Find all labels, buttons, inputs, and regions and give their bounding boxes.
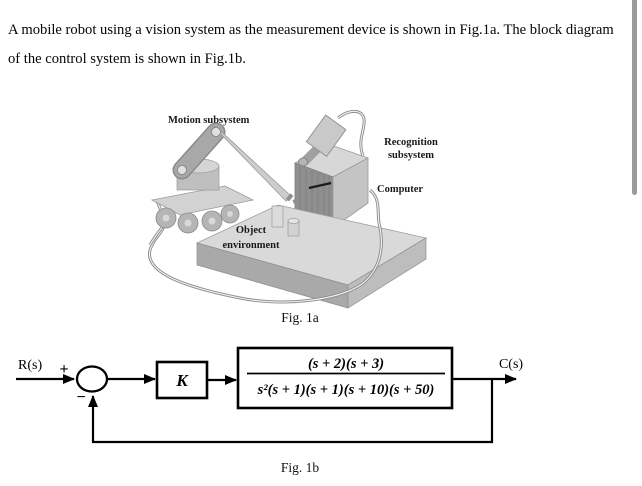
camera-cable-highlight: [337, 110, 365, 157]
object-block: [271, 205, 284, 228]
plant-block: [236, 346, 454, 410]
robot-gripper: [285, 193, 300, 204]
object-label-line2: environment: [223, 240, 280, 251]
input-signal-label: R(s): [18, 358, 42, 373]
camera-lens-end: [298, 157, 308, 167]
object-cylinder-top: [287, 218, 300, 224]
object-label-line1: Object: [236, 225, 267, 236]
gain-block-label: K: [175, 371, 189, 390]
work-objects: [271, 205, 300, 237]
fig1b-block-diagram: R(s) + − K (s + 2)(s + 3) s²(s + 1)(s + …: [16, 346, 523, 444]
recognition-label-line1: Recognition: [384, 137, 438, 148]
plant-denominator: s²(s + 1)(s + 1)(s + 10)(s + 50): [257, 382, 435, 398]
mobile-robot: [150, 122, 300, 234]
motion-subsystem-label: Motion subsystem: [168, 115, 250, 126]
feedback-path: [88, 379, 494, 444]
intro-line-1: A mobile robot using a vision system as …: [8, 22, 614, 38]
summing-minus-sign: −: [76, 389, 85, 406]
computer-box-right: [332, 157, 369, 229]
camera-body: [305, 114, 347, 158]
computer-label: Computer: [377, 184, 423, 195]
summing-junction: [75, 365, 109, 393]
fig1a-illustration: Motion subsystem Recognition subsystem C…: [148, 109, 438, 309]
intro-paragraph: A mobile robot using a vision system as …: [8, 16, 614, 74]
recognition-label-line2: subsystem: [388, 150, 434, 161]
fig1a-caption: Fig. 1a: [281, 310, 319, 325]
robot-elbow-joint: [211, 127, 221, 137]
robot-shoulder-joint: [177, 165, 187, 175]
scrollbar-thumb[interactable]: [632, 0, 637, 195]
robot-upper-arm: [174, 124, 224, 178]
robot-wheels: [155, 204, 240, 234]
output-signal-label: C(s): [499, 357, 523, 372]
platform-right: [347, 237, 427, 309]
fig1b-caption: Fig. 1b: [280, 460, 320, 475]
summing-plus-sign: +: [59, 361, 68, 378]
intro-line-2: of the control system is shown in Fig.1b…: [8, 51, 246, 67]
plant-numerator: (s + 2)(s + 3): [308, 356, 384, 372]
object-environment-platform: [195, 204, 428, 309]
gain-block: [155, 360, 209, 400]
camera: [298, 114, 347, 167]
computer-disk-slot: [308, 181, 332, 190]
